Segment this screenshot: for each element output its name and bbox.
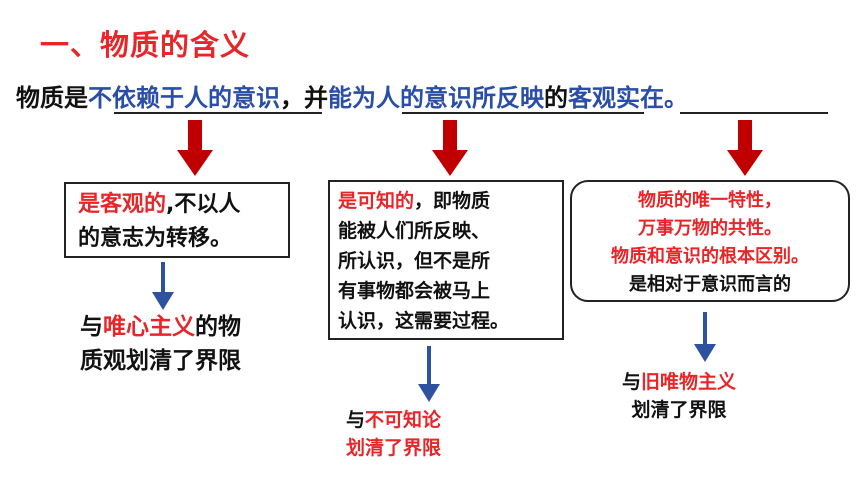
conclusion-old-materialism: 与旧唯物主义 划清了界限 [622,368,736,424]
definition-highlight-reflectable: 能为人的意识所反映 [328,84,544,112]
objective-box: 是客观的,不以人 的意志为转移。 [64,182,290,258]
conclusion-idealism-highlight: 唯心主义 [103,314,195,340]
knowable-box: 是可知的，即物质 能被人们所反映、 所认识，但不是所 有事物都会被马上 认识，这… [328,180,564,340]
knowable-box-line-2: 能被人们所反映、 [338,220,491,242]
conclusion-old-materialism-pre: 与 [622,371,642,393]
objective-box-line-2: 的意志为转移。 [78,226,233,251]
knowable-box-line-1: 是可知的，即物质 [338,186,562,216]
down-arrow-red-3-icon [727,120,763,176]
down-arrow-red-2-icon [432,120,468,176]
knowable-box-line-3: 所认识，但不是所 [338,250,491,272]
down-arrow-red-1-icon [177,120,213,176]
conclusion-idealism-post: 的物 [195,314,241,340]
conclusion-agnosticism-line-1: 与不可知论 [346,406,441,434]
unique-property-line-4: 是相对于意识而言的 [629,274,791,295]
unique-property-line-1: 物质的唯一特性， [638,190,782,211]
down-arrow-blue-1-icon [152,262,174,310]
knowable-box-text-1: ，即物质 [414,190,491,212]
conclusion-idealism-line-1: 与唯心主义的物 [80,310,241,344]
definition-part-3: 的 [544,84,568,112]
unique-property-box: 物质的唯一特性， 万事万物的共性。 物质和意识的根本区别。 是相对于意识而言的 [570,180,850,302]
conclusion-idealism-pre: 与 [80,314,103,340]
definition-sentence: 物质是不依赖于人的意识，并能为人的意识所反映的客观实在。 [16,78,688,113]
knowable-label: 是可知的 [338,190,415,212]
conclusion-agnosticism-pre: 与 [346,409,366,431]
definition-part-1: 物质是 [16,84,88,112]
knowable-box-line-4: 有事物都会被马上 [338,280,491,302]
conclusion-idealism-line-2: 质观划清了界限 [80,348,241,374]
section-title: 一、物质的含义 [40,28,251,62]
conclusion-agnosticism-highlight: 不可知论 [365,409,442,431]
conclusion-old-materialism-line-2: 划清了界限 [631,399,727,421]
definition-highlight-independent: 不依赖于人的意识 [88,84,280,112]
objective-label: 是客观的 [78,192,167,217]
down-arrow-blue-3-icon [694,312,716,362]
conclusion-old-materialism-highlight: 旧唯物主义 [641,371,737,393]
down-arrow-blue-2-icon [418,346,440,402]
conclusion-old-materialism-line-1: 与旧唯物主义 [622,368,736,396]
definition-part-2: ，并 [280,84,328,112]
definition-highlight-objective-reality: 客观实在。 [568,84,688,112]
knowable-box-line-5: 认识，这需要过程。 [338,310,510,332]
unique-property-line-3: 物质和意识的根本区别。 [611,246,809,267]
conclusion-agnosticism-line-2: 划清了界限 [346,437,442,459]
underline-independent [114,112,322,114]
underline-objective-reality [680,112,828,114]
conclusion-idealism: 与唯心主义的物 质观划清了界限 [80,310,241,378]
objective-box-text-1: ,不以人 [166,192,241,217]
objective-box-line-1: 是客观的,不以人 [78,188,288,222]
conclusion-agnosticism: 与不可知论 划清了界限 [346,406,441,462]
underline-reflectable [402,112,644,114]
unique-property-line-2: 万事万物的共性。 [638,218,782,239]
